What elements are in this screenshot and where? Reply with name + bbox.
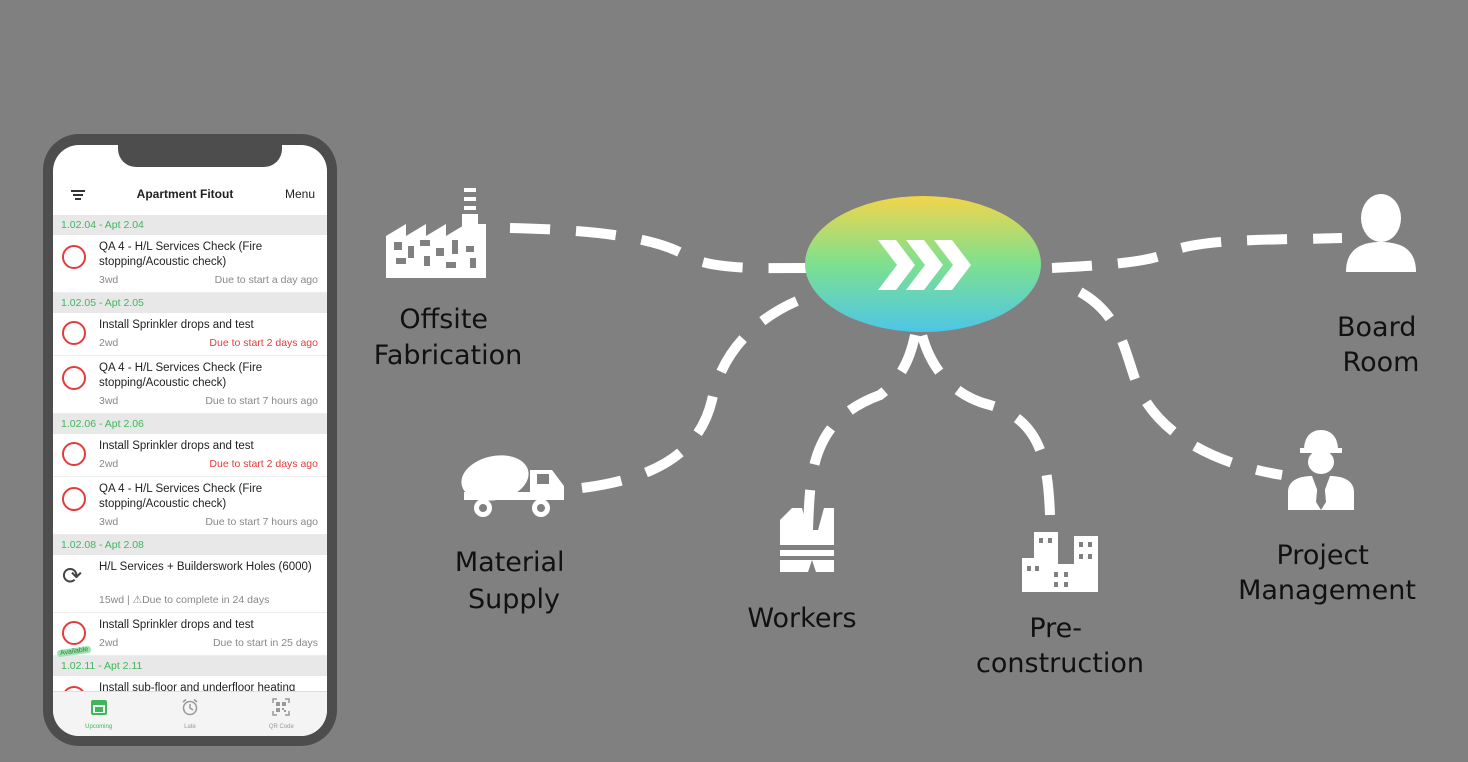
section-header: 1.02.06 - Apt 2.06 bbox=[53, 414, 327, 434]
phone-notch bbox=[118, 145, 282, 167]
task-status-circle[interactable] bbox=[62, 442, 86, 466]
task-title: Install Sprinkler drops and test bbox=[99, 440, 254, 452]
task-row[interactable]: Install Sprinkler drops and test 2wd Due t… bbox=[53, 434, 327, 477]
task-row[interactable]: Install Sprinkler drops and test 2wd Due t… bbox=[53, 313, 327, 356]
task-duration: 15wd | ⚠Due to complete in 24 days bbox=[99, 594, 270, 606]
engineer-icon bbox=[1288, 430, 1354, 510]
tab-label: QR Code bbox=[268, 724, 294, 730]
tab-bar: Upcoming Late QR Code bbox=[53, 691, 327, 736]
connector-board bbox=[1051, 233, 1343, 273]
section-header: 1.02.11 - Apt 2.11 bbox=[53, 656, 327, 676]
section-header: 1.02.05 - Apt 2.05 bbox=[53, 293, 327, 313]
connector-pm bbox=[1077, 287, 1283, 480]
safety-vest-icon bbox=[780, 508, 834, 572]
task-status-circle[interactable] bbox=[62, 621, 86, 645]
person-icon bbox=[1346, 194, 1416, 272]
filter-icon[interactable] bbox=[71, 187, 85, 201]
logo-chevrons-icon bbox=[878, 240, 971, 290]
node-label-pm: Project Management bbox=[1238, 540, 1416, 606]
task-list: 1.02.04 - Apt 2.04 QA 4 - H/L Services Ch… bbox=[53, 215, 327, 692]
section-header: 1.02.08 - Apt 2.08 bbox=[53, 535, 327, 555]
sync-icon: ⟳ bbox=[62, 563, 83, 590]
task-due: Due to start 2 days ago bbox=[209, 337, 318, 349]
connector-offsite bbox=[509, 223, 809, 274]
task-title: QA 4 - H/L Services Check (Fire stopping… bbox=[99, 362, 263, 389]
tab-qr-code[interactable]: QR Code bbox=[236, 692, 327, 736]
task-duration: 2wd bbox=[99, 337, 119, 349]
app-title: Apartment Fitout bbox=[136, 187, 234, 201]
task-due: Due to start in 25 days bbox=[212, 637, 318, 649]
phone-mockup: Apartment Fitout Menu 1.02.04 - Apt 2.04… bbox=[43, 134, 337, 746]
connector-material bbox=[581, 287, 824, 493]
app-screen: Apartment Fitout Menu 1.02.04 - Apt 2.04… bbox=[53, 145, 327, 736]
task-duration: 3wd bbox=[99, 516, 119, 528]
task-duration: 3wd bbox=[99, 395, 119, 407]
task-status-circle[interactable] bbox=[62, 245, 86, 269]
app-header: Apartment Fitout Menu bbox=[53, 180, 327, 208]
section-header: 1.02.04 - Apt 2.04 bbox=[53, 215, 327, 235]
node-label-offsite: Offsite Fabrication bbox=[374, 304, 522, 371]
task-due: Due to start 2 days ago bbox=[209, 458, 318, 470]
qr-code-icon bbox=[272, 698, 291, 721]
available-badge: Available bbox=[56, 645, 92, 658]
tab-upcoming[interactable]: Upcoming bbox=[53, 692, 144, 736]
task-title: QA 4 - H/L Services Check (Fire stopping… bbox=[99, 483, 263, 510]
node-label-board: Board Room bbox=[1337, 312, 1425, 378]
task-due: Due to start 7 hours ago bbox=[205, 395, 318, 407]
task-title: Install Sprinkler drops and test bbox=[99, 319, 254, 331]
node-label-material: Material Supply bbox=[455, 547, 573, 615]
alarm-clock-icon bbox=[181, 698, 199, 721]
task-row[interactable]: QA 4 - H/L Services Check (Fire stopping… bbox=[53, 356, 327, 414]
task-row[interactable]: ⟳ H/L Services + Builderswork Holes (6000… bbox=[53, 555, 327, 613]
task-status-circle[interactable] bbox=[62, 366, 86, 390]
task-duration: 3wd bbox=[99, 274, 119, 286]
connector-workers bbox=[803, 333, 920, 531]
hub-node bbox=[805, 196, 1041, 332]
node-label-workers: Workers bbox=[747, 603, 856, 634]
task-row[interactable]: Available Install Sprinkler drops and tes… bbox=[53, 613, 327, 658]
task-title: QA 4 - H/L Services Check (Fire stopping… bbox=[99, 241, 263, 268]
task-row[interactable]: QA 4 - H/L Services Check (Fire stopping… bbox=[53, 235, 327, 293]
task-row[interactable]: Install sub-floor and underfloor heating… bbox=[53, 676, 327, 692]
node-label-precon: Pre- construction bbox=[976, 613, 1144, 679]
task-title: Install Sprinkler drops and test bbox=[99, 619, 254, 631]
buildings-icon bbox=[1022, 532, 1098, 592]
factory-icon bbox=[386, 188, 486, 278]
task-title: H/L Services + Builderswork Holes (6000) bbox=[99, 561, 312, 573]
task-due: Due to start 7 hours ago bbox=[205, 516, 318, 528]
task-duration: 2wd bbox=[99, 458, 119, 470]
tab-label: Upcoming bbox=[85, 724, 113, 730]
task-duration: 2wd bbox=[99, 637, 119, 649]
task-title: Install sub-floor and underfloor heating… bbox=[99, 682, 296, 692]
calendar-icon bbox=[90, 698, 108, 721]
task-due: Due to start a day ago bbox=[214, 274, 318, 286]
menu-button[interactable]: Menu bbox=[284, 187, 315, 201]
cement-truck-icon bbox=[461, 455, 564, 517]
task-row[interactable]: QA 4 - H/L Services Check (Fire stopping… bbox=[53, 477, 327, 535]
task-status-circle[interactable] bbox=[62, 321, 86, 345]
connector-precon bbox=[917, 333, 1055, 516]
task-status-circle[interactable] bbox=[62, 487, 86, 511]
tab-label: Late bbox=[184, 724, 196, 730]
tab-late[interactable]: Late bbox=[144, 692, 235, 736]
